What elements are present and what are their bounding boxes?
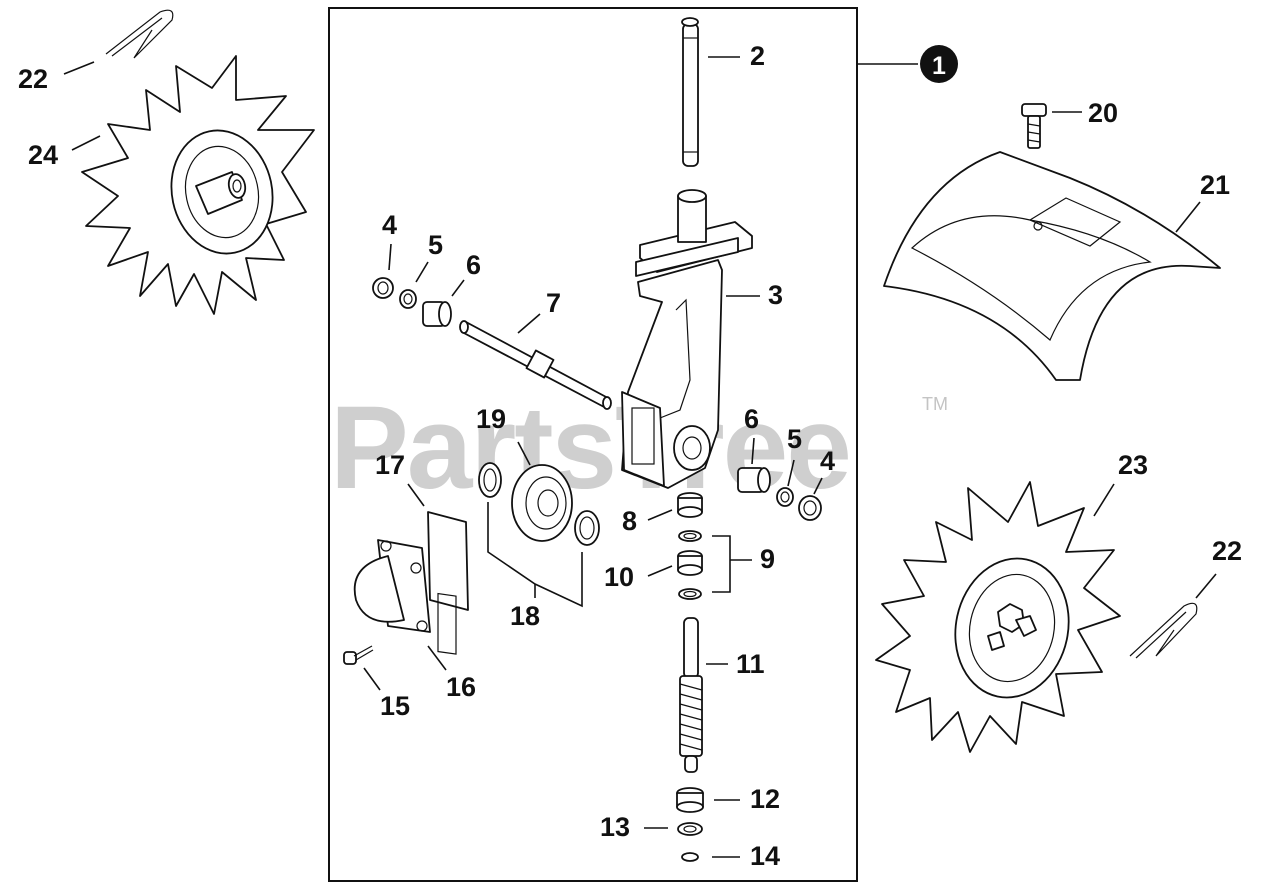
label-10: 10 [604,562,634,592]
part-5-washer-right [776,487,794,507]
part-7-axle [459,320,612,410]
part-9-washer-bottom [678,588,702,600]
part-20-bolt [1021,103,1047,149]
label-7: 7 [546,288,561,318]
label-4-right: 4 [820,446,835,476]
label-15: 15 [380,691,410,721]
label-16: 16 [446,672,476,702]
part-5-washer-left [399,289,417,309]
label-3: 3 [768,280,783,310]
label-17: 17 [375,450,405,480]
watermark-trademark: TM [922,394,948,414]
label-18: 18 [510,601,540,631]
label-5-right: 5 [787,424,802,454]
part-9-washer-top [678,530,702,542]
label-22-right: 22 [1212,536,1242,566]
part-22-hairpin-left [105,9,174,59]
part-24-tine-left [81,55,315,315]
part-4-seal-left [372,277,394,299]
part-10-bushing [677,550,703,576]
part-17-gasket [427,511,469,655]
part-14-clip [681,852,699,862]
part-21-shield [883,151,1221,381]
label-4-left: 4 [382,210,397,240]
label-12: 12 [750,784,780,814]
part-16-cover [353,539,431,633]
label-2: 2 [750,41,765,71]
label-9: 9 [760,544,775,574]
label-11: 11 [736,649,765,679]
part-23-tine-right [875,481,1121,753]
label-8: 8 [622,506,637,536]
label-5-left: 5 [428,230,443,260]
part-6-bearing-left [422,301,452,327]
part-18-oring-right [574,510,600,546]
label-6-left: 6 [466,250,481,280]
part-19-bearing [511,464,573,542]
label-14: 14 [750,841,780,871]
label-24: 24 [28,140,58,170]
label-20: 20 [1088,98,1118,128]
assembly-callout-number: 1 [932,52,946,80]
part-3-gear-housing [621,189,753,489]
part-13-washer [677,822,703,836]
part-4-seal-right [798,495,822,521]
part-15-screw [343,645,374,665]
label-23: 23 [1118,450,1148,480]
part-22-hairpin-right [1129,602,1198,659]
label-13: 13 [600,812,630,842]
part-12-bushing [676,787,704,813]
part-2-shaft [681,17,699,167]
label-19: 19 [476,404,506,434]
part-8-bushing [677,492,703,518]
label-21: 21 [1200,170,1230,200]
part-18-oring-left [478,462,502,498]
label-22-left: 22 [18,64,48,94]
assembly-box [328,7,858,882]
assembly-callout-badge: 1 [920,45,958,83]
part-11-threaded-shaft [679,617,703,773]
label-6-right: 6 [744,404,759,434]
part-6-bearing-right [737,467,771,493]
watermark-text: PartsTree [330,382,850,514]
